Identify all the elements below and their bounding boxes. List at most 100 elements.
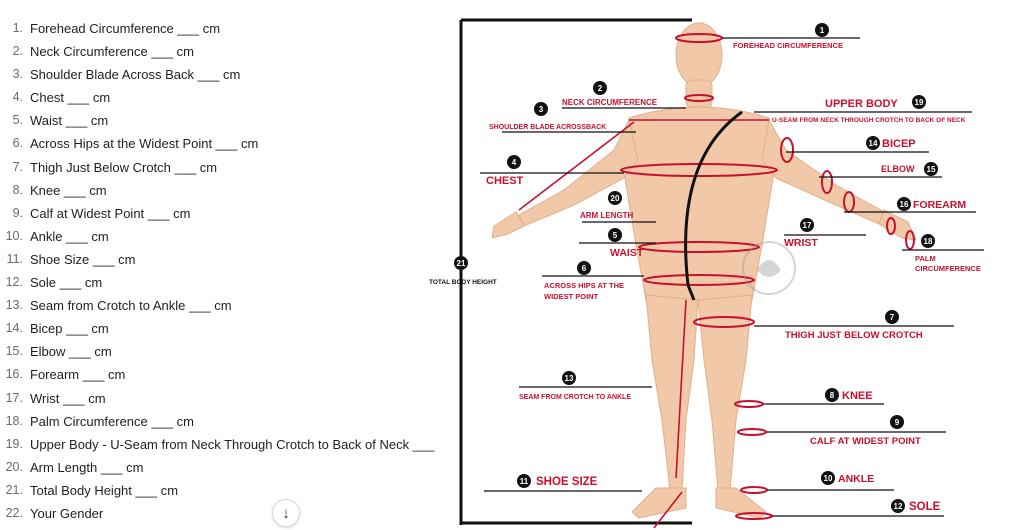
badge-6: 6 xyxy=(577,261,591,275)
list-item-text: Palm Circumference ___ cm xyxy=(30,413,194,429)
svg-text:6: 6 xyxy=(582,264,587,273)
svg-text:7: 7 xyxy=(890,313,895,322)
svg-text:5: 5 xyxy=(613,231,618,240)
label-palm-1: PALM xyxy=(915,254,936,263)
badge-9: 9 xyxy=(890,415,904,429)
label-ankle: ANKLE xyxy=(838,473,874,485)
list-item-number: 7. xyxy=(12,159,23,174)
svg-text:13: 13 xyxy=(565,374,574,383)
list-item-number: 19. xyxy=(5,436,23,451)
list-item-number: 18. xyxy=(5,413,23,428)
u-seam-curve xyxy=(684,110,743,301)
measurement-list-item: 3. Shoulder Blade Across Back ___ cm xyxy=(0,63,440,86)
badge-8: 8 xyxy=(825,388,839,402)
svg-text:18: 18 xyxy=(924,237,933,246)
svg-text:1: 1 xyxy=(820,26,825,35)
list-item-text: Chest ___ cm xyxy=(30,90,111,106)
label-total-height: TOTAL BODY HEIGHT xyxy=(429,279,497,286)
svg-text:9: 9 xyxy=(895,418,900,427)
badge-19: 19 xyxy=(912,95,926,109)
label-wrist: WRIST xyxy=(784,237,818,249)
measurement-list-item: 9.Calf at Widest Point ___ cm xyxy=(0,202,440,225)
svg-text:3: 3 xyxy=(539,105,544,114)
measurement-list-item: 13.Seam from Crotch to Ankle ___ cm xyxy=(0,294,440,317)
list-item-number: 3. xyxy=(12,67,23,82)
svg-text:21: 21 xyxy=(457,259,466,268)
label-elbow: ELBOW xyxy=(881,164,915,174)
badge-21: 21 xyxy=(454,256,468,270)
list-item-number: 11. xyxy=(6,251,23,266)
badge-13: 13 xyxy=(562,371,576,385)
measurement-list-item: 16.Forearm ___ cm xyxy=(0,363,440,386)
svg-text:2: 2 xyxy=(598,84,603,93)
diagram-svg: 1 2 3 19 14 4 15 16 20 17 5 18 21 6 7 13… xyxy=(429,18,984,529)
badge-18: 18 xyxy=(921,234,935,248)
svg-text:19: 19 xyxy=(915,98,924,107)
list-item-text: Ankle ___ cm xyxy=(30,228,109,244)
badge-2: 2 xyxy=(593,81,607,95)
badge-16: 16 xyxy=(897,197,911,211)
list-item-text: Shoulder Blade Across Back ___ cm xyxy=(30,67,241,83)
list-item-number: 21. xyxy=(5,482,23,497)
badge-10: 10 xyxy=(821,471,835,485)
list-item-text: Arm Length ___ cm xyxy=(30,459,144,475)
measurement-list-item: 2. Neck Circumference ___ cm xyxy=(0,40,440,63)
measurement-list-item: 8.Knee ___ cm xyxy=(0,179,440,202)
label-shoulder: SHOULDER BLADE ACROSSBACK xyxy=(489,124,606,131)
list-item-text: Calf at Widest Point ___ cm xyxy=(30,205,191,221)
label-forehead: FOREHEAD CIRCUMFERENCE xyxy=(733,41,843,50)
body-measurement-diagram: 1 2 3 19 14 4 15 16 20 17 5 18 21 6 7 13… xyxy=(424,0,1024,530)
label-sole: SOLE xyxy=(909,501,941,513)
label-arm-length: ARM LENGTH xyxy=(580,211,634,220)
list-item-text: Thigh Just Below Crotch ___ cm xyxy=(30,159,218,175)
list-item-text: Neck Circumference ___ cm xyxy=(30,44,194,60)
badge-17: 17 xyxy=(800,218,814,232)
list-item-number: 16. xyxy=(5,367,23,382)
list-item-text: Seam from Crotch to Ankle ___ cm xyxy=(30,298,232,314)
list-item-text: Sole ___ cm xyxy=(30,275,103,291)
badge-11: 11 xyxy=(517,474,531,488)
list-item-text: Your Gender xyxy=(30,505,104,521)
label-upper-body-sub: U-SEAM FROM NECK THROUGH CROTCH TO BACK … xyxy=(772,117,966,124)
scroll-down-button[interactable]: ↓ xyxy=(272,499,300,527)
badge-5: 5 xyxy=(608,228,622,242)
measurement-list-item: 21.Total Body Height ___ cm xyxy=(0,479,440,502)
list-item-number: 20. xyxy=(5,459,23,474)
list-item-text: Bicep ___ cm xyxy=(30,321,109,337)
label-hips-1: ACROSS HIPS AT THE xyxy=(544,281,624,290)
list-item-text: Knee ___ cm xyxy=(30,182,107,198)
label-bicep: BICEP xyxy=(882,138,916,150)
svg-text:20: 20 xyxy=(611,194,620,203)
badge-4: 4 xyxy=(507,155,521,169)
height-frame xyxy=(459,18,692,525)
label-forearm: FOREARM xyxy=(913,199,966,211)
list-item-number: 12. xyxy=(5,275,23,290)
svg-text:8: 8 xyxy=(830,391,835,400)
measurement-list-item: 5.Waist ___ cm xyxy=(0,109,440,132)
badge-1: 1 xyxy=(815,23,829,37)
arrow-down-icon: ↓ xyxy=(282,504,290,522)
label-thigh: THIGH JUST BELOW CROTCH xyxy=(785,330,923,341)
measurement-list-item: 4.Chest ___ cm xyxy=(0,86,440,109)
label-seam: SEAM FROM CROTCH TO ANKLE xyxy=(519,394,631,401)
list-item-number: 15. xyxy=(5,344,23,359)
list-item-text: Forehead Circumference ___ cm xyxy=(30,21,221,36)
measurement-list-item: 6.Across Hips at the Widest Point ___ cm xyxy=(0,132,440,155)
measurement-list-item: 15.Elbow ___ cm xyxy=(0,340,440,363)
list-item-number: 22. xyxy=(5,505,23,520)
logo-watermark xyxy=(742,241,796,295)
measurement-list-item: 18. Palm Circumference ___ cm xyxy=(0,410,440,433)
label-upper-body: UPPER BODY xyxy=(825,98,898,110)
svg-text:4: 4 xyxy=(512,158,517,167)
list-item-text: Across Hips at the Widest Point ___ cm xyxy=(30,136,259,152)
svg-text:12: 12 xyxy=(894,502,903,511)
list-item-number: 2. xyxy=(12,44,23,59)
list-item-text: Wrist ___ cm xyxy=(30,390,106,406)
label-chest: CHEST xyxy=(486,175,524,187)
list-item-number: 10. xyxy=(5,228,23,243)
svg-text:16: 16 xyxy=(900,200,909,209)
measurement-list-item: 20. Arm Length ___ cm xyxy=(0,456,440,479)
measurement-list-item: 14.Bicep ___ cm xyxy=(0,317,440,340)
